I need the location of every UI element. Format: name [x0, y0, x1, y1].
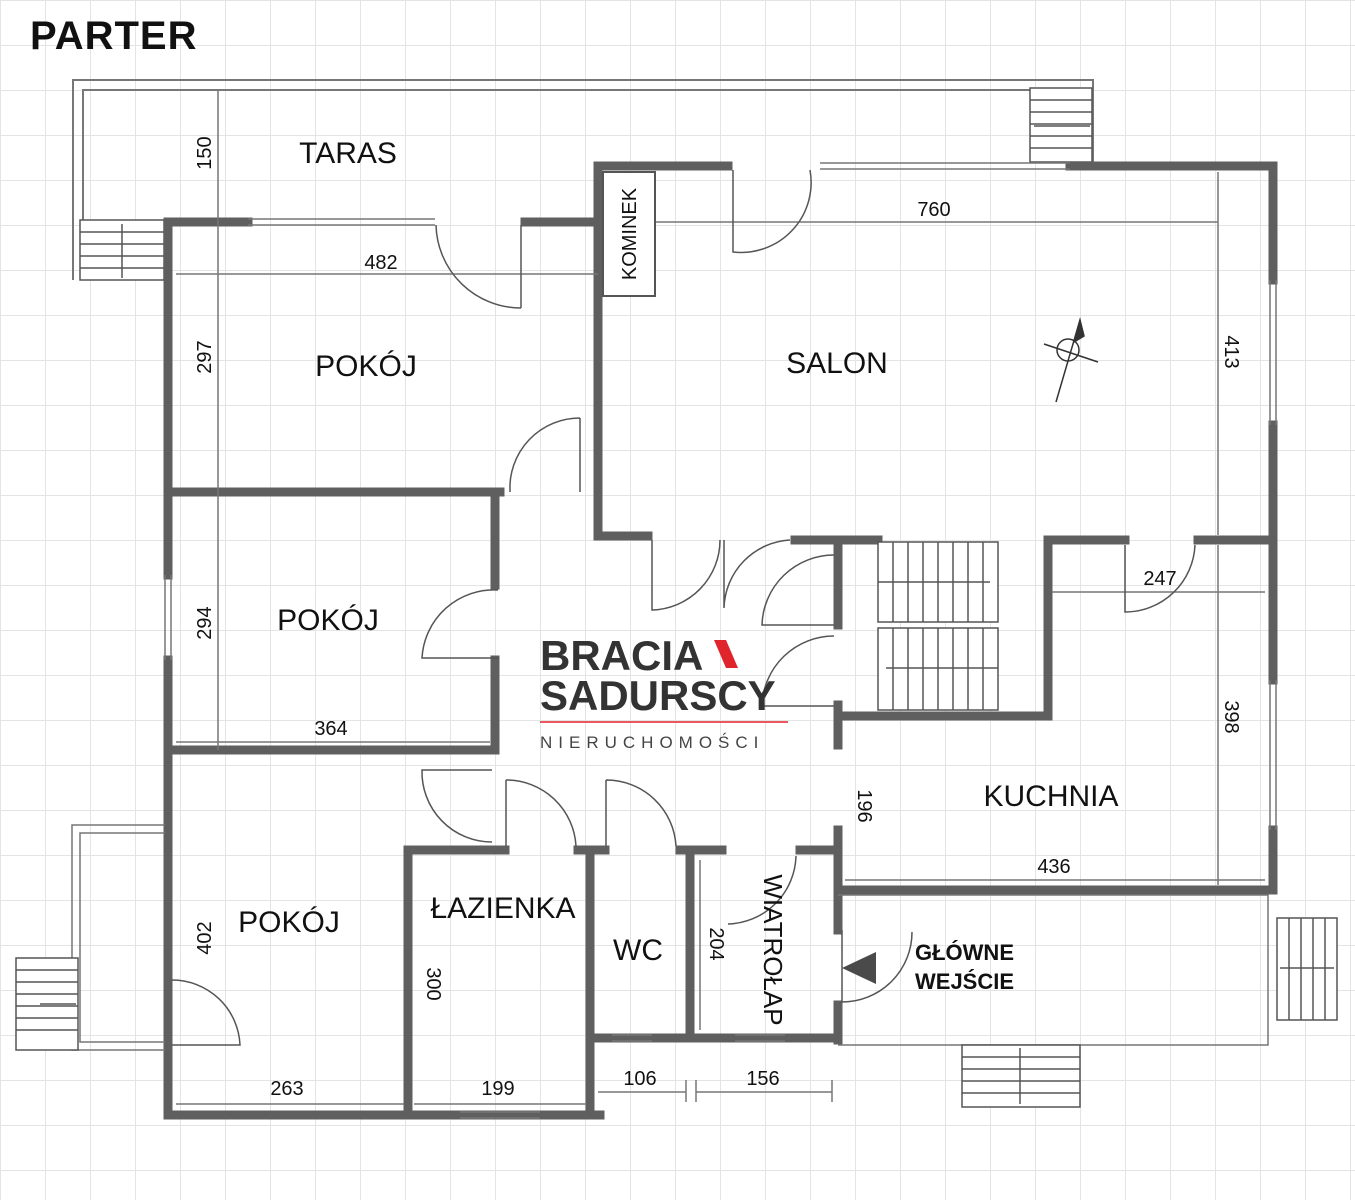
- logo-tagline: NIERUCHOMOŚCI: [540, 733, 764, 752]
- doors: [171, 169, 1196, 1046]
- plan-title: PARTER: [30, 14, 198, 58]
- label-pokoj-1: POKÓJ: [315, 350, 417, 383]
- logo-line2: SADURSCY: [540, 672, 776, 719]
- compass-icon: [1043, 317, 1099, 403]
- terrace-stairs-right: [1029, 87, 1093, 163]
- entrance-label-line2: WEJŚCIE: [915, 969, 1014, 994]
- window-lines: [71, 90, 1277, 1119]
- dim-pokoj3-width: 263: [270, 1078, 303, 1100]
- right-stairs: [1276, 917, 1338, 1021]
- entrance-arrow-icon: [842, 952, 876, 984]
- dim-pokoj3-depth: 402: [194, 921, 216, 954]
- front-stairs: [961, 1044, 1081, 1108]
- dim-hall-width: 196: [853, 789, 875, 822]
- dim-taras-depth: 150: [194, 136, 216, 169]
- dim-wc-width: 106: [623, 1068, 656, 1090]
- label-kominek: KOMINEK: [619, 187, 641, 280]
- dim-pokoj2-width: 364: [314, 718, 347, 740]
- walls: [163, 161, 1278, 1120]
- terrace-stairs-left: [79, 219, 165, 281]
- label-taras: TARAS: [299, 137, 397, 170]
- logo-accent-mark: [714, 640, 738, 668]
- dim-pokoj1-depth: 297: [194, 340, 216, 373]
- label-kuchnia: KUCHNIA: [983, 780, 1118, 813]
- label-lazienka: ŁAZIENKA: [430, 892, 575, 925]
- internal-stairs: [877, 541, 999, 711]
- logo-line1: BRACIA: [540, 632, 703, 679]
- dim-kuchnia-depth: 398: [1220, 700, 1242, 733]
- label-wc: WC: [613, 934, 663, 967]
- dim-wiatrolap-depth: 204: [705, 927, 727, 960]
- fireplace: [602, 171, 656, 297]
- dim-salon-width: 760: [917, 199, 950, 221]
- dim-kuchnia-top: 247: [1143, 568, 1176, 590]
- dim-lazienka-width: 199: [481, 1078, 514, 1100]
- dim-wiatrolap-width: 156: [746, 1068, 779, 1090]
- terrace: [72, 79, 1094, 280]
- dim-pokoj2-depth: 294: [194, 606, 216, 639]
- dim-lazienka-depth: 300: [422, 967, 444, 1000]
- label-pokoj-3: POKÓJ: [238, 906, 340, 939]
- dim-pokoj1-width: 482: [364, 252, 397, 274]
- dim-kuchnia-width: 436: [1037, 856, 1070, 878]
- label-wiatrolap: WIATROŁAP: [758, 874, 788, 1025]
- left-stairs: [15, 957, 79, 1051]
- entrance-label-line1: GŁÓWNE: [915, 940, 1014, 965]
- label-pokoj-2: POKÓJ: [277, 604, 379, 637]
- logo: BRACIA SADURSCY NIERUCHOMOŚCI: [540, 632, 788, 752]
- label-salon: SALON: [786, 347, 888, 380]
- dim-salon-depth: 413: [1220, 335, 1242, 368]
